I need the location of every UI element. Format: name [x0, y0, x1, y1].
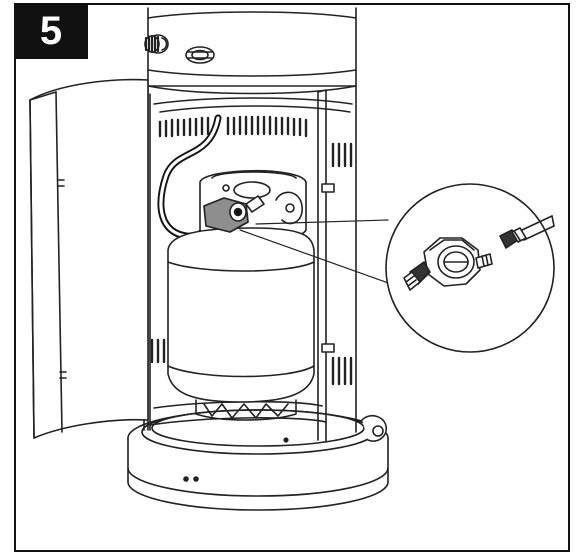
- magnifier-callout-icon: [385, 183, 555, 353]
- callout-leader: [239, 219, 409, 291]
- heater-housing: [143, 7, 357, 443]
- heater-base: [127, 409, 389, 511]
- step-number-badge: 5: [14, 3, 88, 59]
- detail-regulator-icon: [403, 237, 493, 291]
- vent-slots-right: [331, 142, 353, 386]
- control-knob-icon: [144, 34, 169, 54]
- vent-slots-left: [150, 338, 166, 364]
- detail-hose-fitting-icon: [499, 215, 555, 249]
- open-door-panel: [29, 78, 149, 439]
- vent-slots-upper: [158, 115, 308, 138]
- regulator-icon: [203, 195, 265, 233]
- base-wheel-icon: [361, 414, 388, 442]
